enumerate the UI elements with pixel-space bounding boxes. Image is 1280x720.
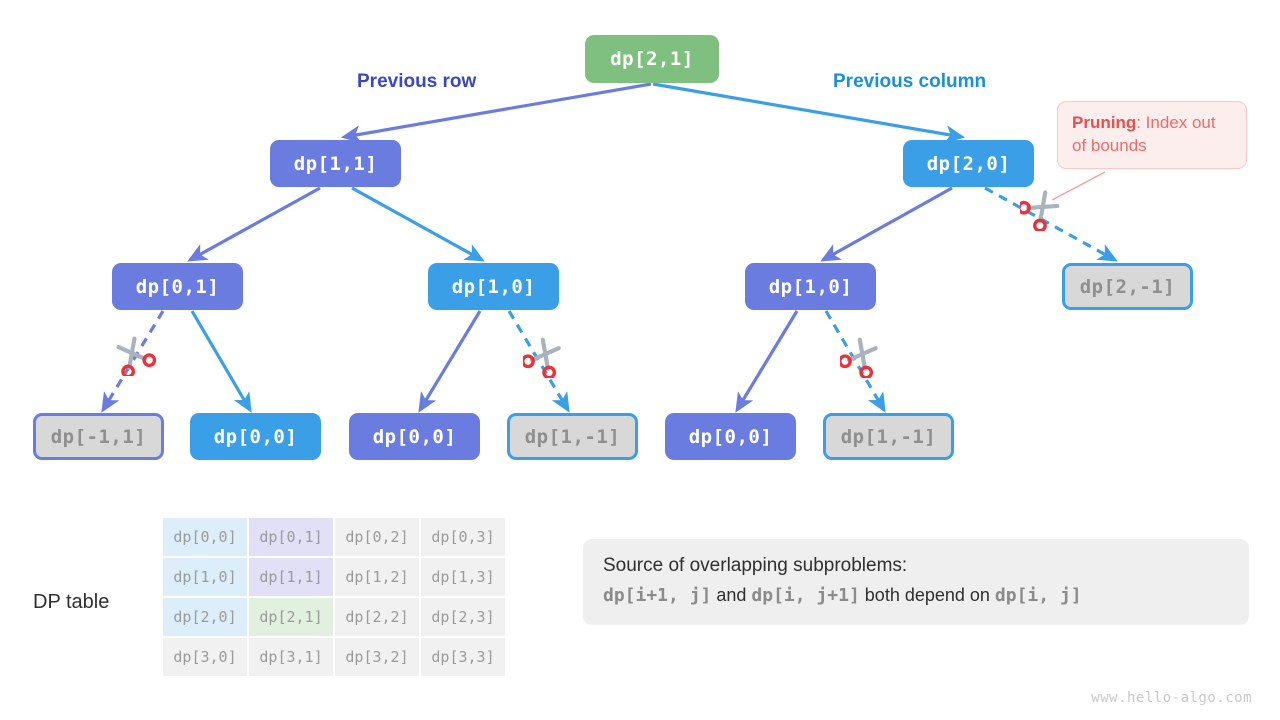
branch-label-previous-row: Previous row: [357, 71, 477, 92]
tree-node-dp-2-minus1-pruned[interactable]: dp[2,-1]: [1062, 263, 1193, 310]
table-cell-2-2[interactable]: dp[2,2]: [335, 598, 419, 636]
tree-node-dp-1-0-right[interactable]: dp[1,0]: [745, 263, 876, 310]
note-formula: dp[i+1, j] and dp[i, j+1] both depend on…: [603, 585, 1229, 606]
tree-node-dp-1-minus1-b-pruned[interactable]: dp[1,-1]: [823, 413, 954, 460]
tree-node-dp-minus1-1-pruned[interactable]: dp[-1,1]: [33, 413, 164, 460]
table-cell-0-1[interactable]: dp[0,1]: [249, 518, 333, 556]
scissors-icon-prune-4: [1016, 185, 1066, 233]
table-cell-3-2[interactable]: dp[3,2]: [335, 638, 419, 676]
table-row: dp[0,0] dp[0,1] dp[0,2] dp[0,3]: [163, 518, 505, 556]
table-cell-2-3[interactable]: dp[2,3]: [421, 598, 505, 636]
scissors-icon-prune-1: [110, 330, 157, 379]
note-mid-a: and: [711, 585, 752, 605]
table-cell-0-0[interactable]: dp[0,0]: [163, 518, 247, 556]
note-heading: Source of overlapping subproblems:: [603, 555, 908, 576]
pruning-callout: Pruning: Index out of bounds: [1057, 101, 1247, 169]
table-cell-1-2[interactable]: dp[1,2]: [335, 558, 419, 596]
tree-node-root[interactable]: dp[2,1]: [585, 35, 719, 83]
table-cell-3-3[interactable]: dp[3,3]: [421, 638, 505, 676]
tree-node-dp-0-0-b[interactable]: dp[0,0]: [349, 413, 480, 460]
note-code-b: dp[i, j+1]: [751, 585, 860, 606]
table-cell-0-2[interactable]: dp[0,2]: [335, 518, 419, 556]
table-row: dp[1,0] dp[1,1] dp[1,2] dp[1,3]: [163, 558, 505, 596]
branch-label-previous-column: Previous column: [833, 71, 987, 92]
pruning-callout-rest: : Index out of bounds: [1072, 113, 1216, 155]
scissors-icon-prune-3: [838, 332, 886, 380]
table-row: dp[2,0] dp[2,1] dp[2,2] dp[2,3]: [163, 598, 505, 636]
table-cell-0-3[interactable]: dp[0,3]: [421, 518, 505, 556]
dp-table-caption: DP table: [33, 591, 110, 613]
tree-node-dp-0-0-a[interactable]: dp[0,0]: [190, 413, 321, 460]
table-cell-1-3[interactable]: dp[1,3]: [421, 558, 505, 596]
tree-node-dp-1-0-left[interactable]: dp[1,0]: [428, 263, 559, 310]
table-cell-3-1[interactable]: dp[3,1]: [249, 638, 333, 676]
table-cell-2-0[interactable]: dp[2,0]: [163, 598, 247, 636]
pruning-callout-bold: Pruning: [1072, 113, 1137, 132]
table-cell-1-0[interactable]: dp[1,0]: [163, 558, 247, 596]
tree-node-dp-2-0[interactable]: dp[2,0]: [903, 140, 1034, 187]
note-code-c: dp[i, j]: [994, 585, 1082, 606]
table-cell-2-1[interactable]: dp[2,1]: [249, 598, 333, 636]
scissors-icon-prune-2: [521, 332, 569, 380]
table-row: dp[3,0] dp[3,1] dp[3,2] dp[3,3]: [163, 638, 505, 676]
overlapping-subproblems-note: Source of overlapping subproblems: dp[i+…: [583, 539, 1249, 625]
tree-node-dp-0-1[interactable]: dp[0,1]: [112, 263, 243, 310]
dp-table: dp[0,0] dp[0,1] dp[0,2] dp[0,3] dp[1,0] …: [161, 516, 507, 678]
tree-node-dp-1-1[interactable]: dp[1,1]: [270, 140, 401, 187]
table-cell-3-0[interactable]: dp[3,0]: [163, 638, 247, 676]
note-code-a: dp[i+1, j]: [603, 585, 712, 606]
note-mid-b: both depend on: [859, 585, 995, 605]
watermark: www.hello-algo.com: [1091, 690, 1252, 706]
tree-node-dp-0-0-c[interactable]: dp[0,0]: [665, 413, 796, 460]
table-cell-1-1[interactable]: dp[1,1]: [249, 558, 333, 596]
tree-node-dp-1-minus1-a-pruned[interactable]: dp[1,-1]: [507, 413, 638, 460]
